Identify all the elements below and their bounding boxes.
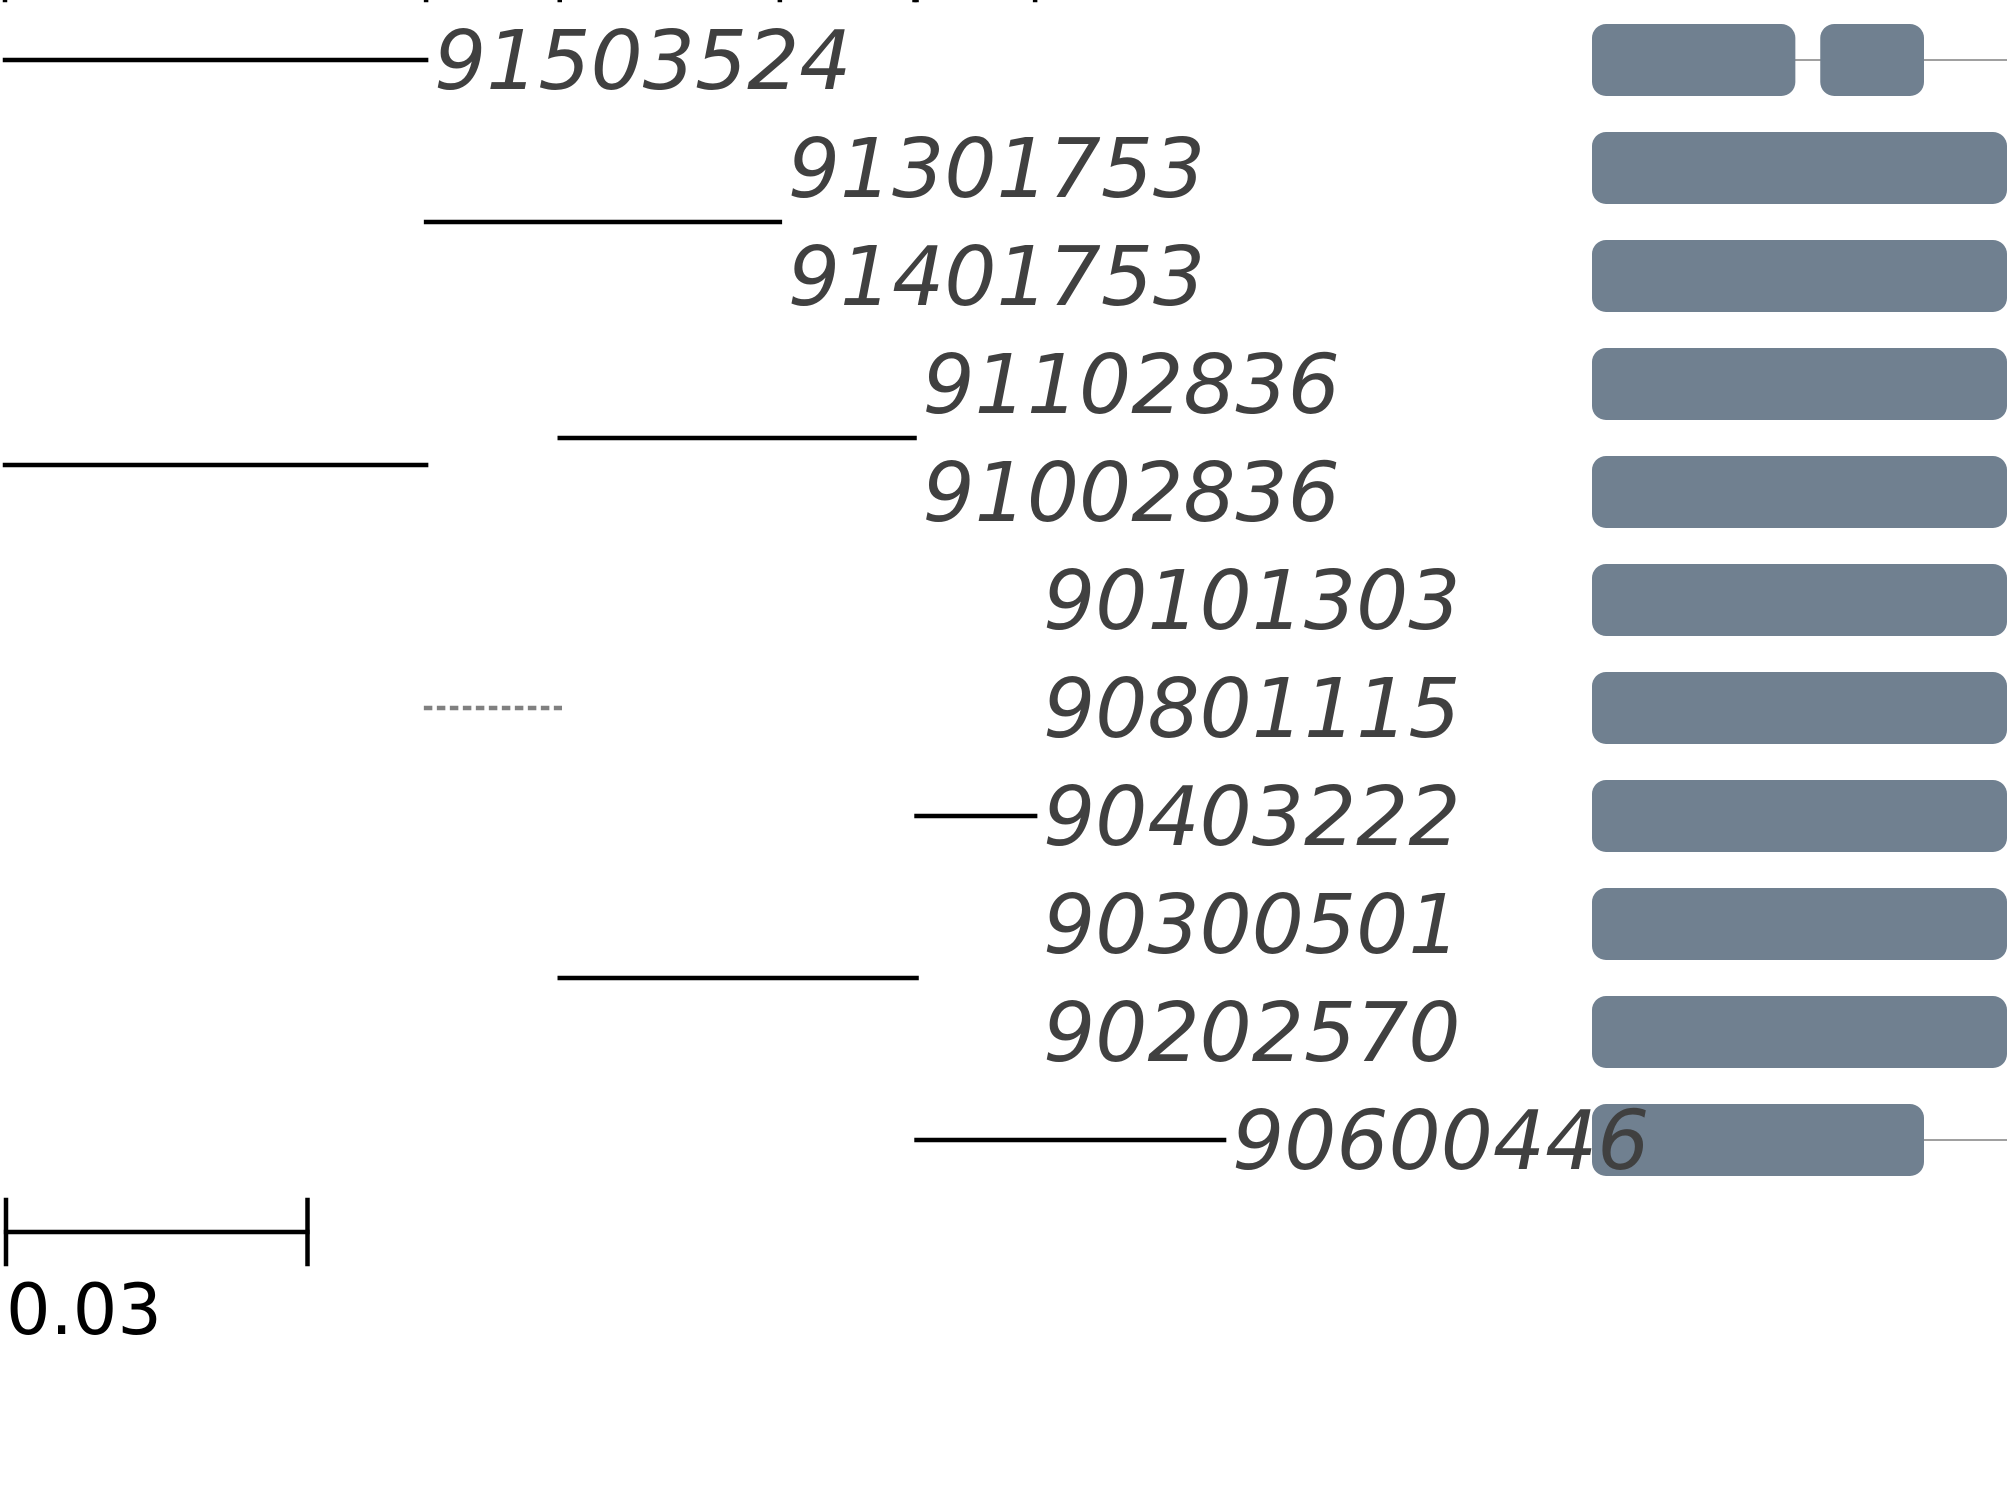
domain-block-91401753-0 xyxy=(1592,240,2007,312)
domain-block-91301753-0 xyxy=(1592,132,2007,204)
domain-block-91002836-0 xyxy=(1592,456,2007,528)
domain-block-90202570-0 xyxy=(1592,996,2007,1068)
domain-block-90801115-0 xyxy=(1592,672,2007,744)
domain-block-90600446-0 xyxy=(1592,1104,1924,1176)
domain-block-90101303-0 xyxy=(1592,564,2007,636)
domain-block-91503524-0 xyxy=(1592,24,1796,96)
domain-block-90300501-0 xyxy=(1592,888,2007,960)
domain-block-91503524-1 xyxy=(1820,24,1924,96)
domain-block-91102836-0 xyxy=(1592,348,2007,420)
domain-block-90403222-0 xyxy=(1592,780,2007,852)
